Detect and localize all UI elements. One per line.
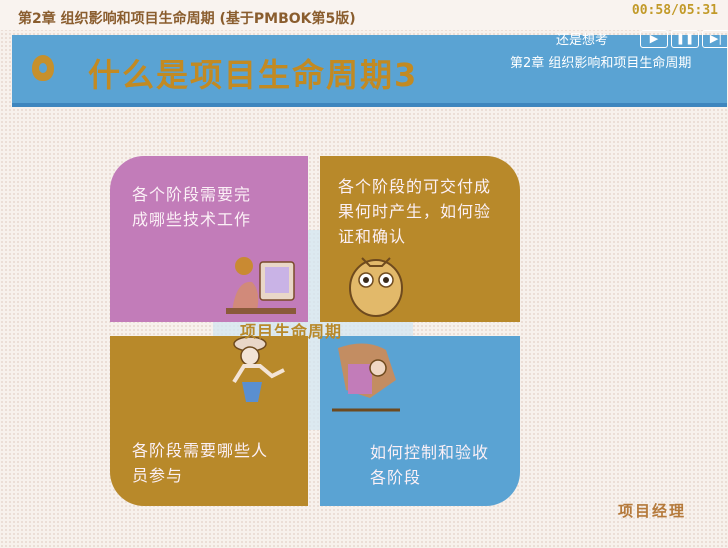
quadrant-text: 各阶段需要哪些人员参与	[132, 441, 269, 485]
quadrant-bottom-left: 各阶段需要哪些人员参与	[110, 336, 308, 506]
slide-title: 什么是项目生命周期3	[88, 56, 419, 94]
owl-clipart-icon	[349, 257, 403, 317]
next-icon[interactable]: ▶|	[702, 30, 728, 48]
footer-label: 项目经理	[618, 502, 687, 520]
inspector-clipart-icon	[332, 343, 400, 412]
media-controls-icon[interactable]: ▶ ❚❚ ▶|	[640, 30, 728, 48]
diagram-center-label: 项目生命周期	[240, 322, 343, 341]
play-icon[interactable]: ▶	[640, 30, 668, 48]
person-clipart-icon	[232, 336, 285, 402]
header-label: 还是想考	[556, 33, 609, 48]
header-subtitle: 第2章 组织影响和项目生命周期	[510, 56, 692, 71]
header-band	[12, 35, 727, 107]
technician-clipart-icon	[226, 257, 296, 314]
slide-bullet-icon	[32, 55, 54, 81]
top-bar: 第2章 组织影响和项目生命周期 (基于PMBOK第5版) 00:58/05:31	[0, 0, 728, 30]
quadrant-text: 各个阶段的可交付成果何时产生，如何验证和确认	[338, 177, 492, 246]
playback-time: 00:58/05:31	[631, 3, 718, 18]
quadrant-text: 各个阶段需要完成哪些技术工作	[132, 185, 252, 229]
quadrant-text: 如何控制和验收各阶段	[370, 443, 490, 487]
pause-icon[interactable]: ❚❚	[671, 30, 699, 48]
top-title: 第2章 组织影响和项目生命周期 (基于PMBOK第5版)	[18, 11, 356, 27]
